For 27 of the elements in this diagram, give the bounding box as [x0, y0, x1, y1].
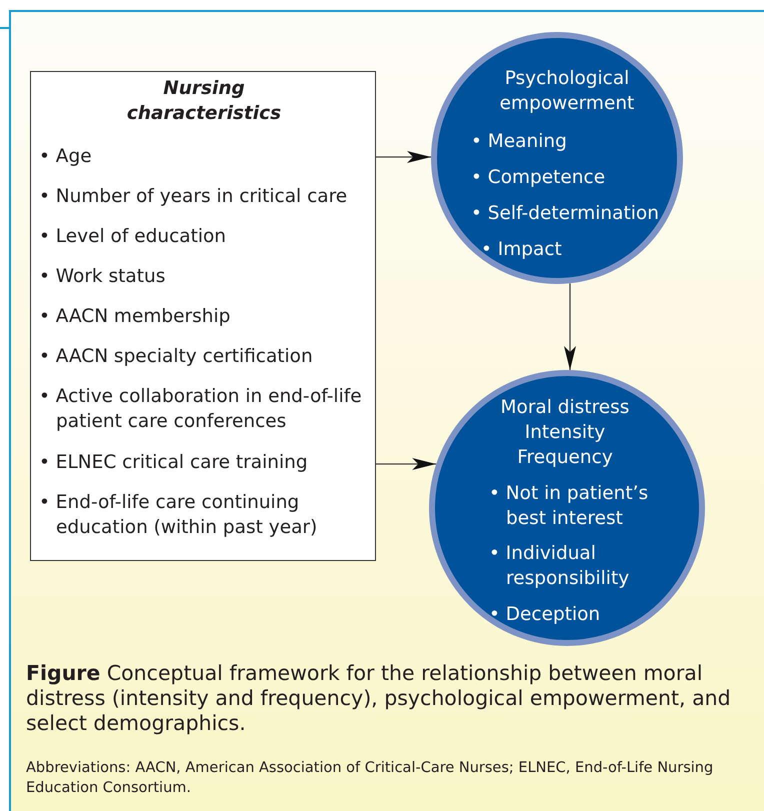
- list-item: • ELNEC critical care training: [39, 451, 309, 475]
- list-item: • Number of years in critical care: [39, 185, 348, 209]
- abbreviations-note: Abbreviations: AACN, American Association of Critical-Care Nurses; ELNEC, End-of-Life Nursing Education Consortium.: [26, 759, 714, 798]
- list-item: • Meaning: [471, 130, 568, 154]
- arrow: [564, 283, 576, 370]
- list-item: • Individual responsibility: [489, 542, 630, 591]
- list-item: • End-of-life care continuing education (within past year): [39, 491, 318, 540]
- list-item: • Age: [39, 145, 93, 169]
- list-item: • Self-determination: [471, 202, 660, 226]
- heading: Frequency: [516, 446, 614, 470]
- list-item: • Work status: [39, 265, 166, 289]
- heading: Psychological empowerment: [498, 67, 636, 116]
- list-box: [30, 71, 376, 561]
- heading: Moral distress: [500, 396, 630, 420]
- arrow: [376, 151, 431, 163]
- figure-caption: Figure Conceptual framework for the relationship between moral distress (intensity and frequency), psychological empowerment, and select demographics.: [26, 661, 732, 736]
- list-item: • Deception: [489, 603, 602, 627]
- heading: Intensity: [524, 421, 606, 445]
- list-item: • Impact: [481, 238, 563, 262]
- list-item: • AACN membership: [39, 305, 232, 329]
- list-item: • Level of education: [39, 225, 228, 249]
- list-item: • AACN specialty certification: [39, 345, 314, 369]
- list-item: • Not in patient’s best interest: [489, 482, 650, 531]
- heading: Nursing characteristics: [126, 77, 282, 126]
- list-item: • Competence: [471, 166, 606, 190]
- arrow: [376, 458, 436, 470]
- list-item: • Active collaboration in end-of-life patient care conferences: [39, 385, 363, 434]
